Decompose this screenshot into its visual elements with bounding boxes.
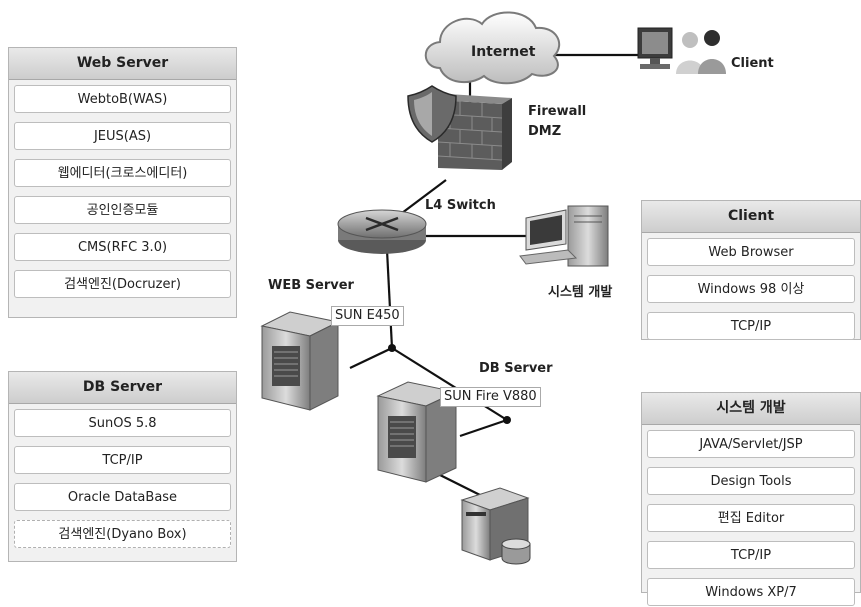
firewall-label: Firewall — [528, 104, 587, 119]
junction-dot — [503, 416, 511, 424]
db-server-item: Oracle DataBase — [14, 483, 231, 511]
cloud-icon — [424, 11, 561, 85]
db-server-item: 검색엔진(Dyano Box) — [14, 520, 231, 548]
db-server-item: SunOS 5.8 — [14, 409, 231, 437]
web-server-item: WebtoB(WAS) — [14, 85, 231, 113]
web-server-item: 검색엔진(Docruzer) — [14, 270, 231, 298]
dev-item: JAVA/Servlet/JSP — [647, 430, 855, 458]
web-server-panel: Web Server WebtoB(WAS) JEUS(AS) 웹에디터(크로스… — [8, 47, 237, 318]
server-tower-icon — [260, 311, 340, 411]
client-panel-title: Client — [642, 201, 860, 233]
web-server-node-label: WEB Server — [268, 278, 354, 293]
db-server-node-label: DB Server — [479, 361, 553, 376]
dev-item: 편집 Editor — [647, 504, 855, 532]
dev-item: Design Tools — [647, 467, 855, 495]
junction-dot — [388, 344, 396, 352]
users-computer-icon — [637, 27, 726, 74]
db-server-panel: DB Server SunOS 5.8 TCP/IP Oracle DataBa… — [8, 371, 237, 562]
internet-label: Internet — [471, 44, 536, 60]
server-tower-icon — [376, 381, 458, 483]
dev-item: TCP/IP — [647, 541, 855, 569]
router-switch-icon — [337, 209, 427, 254]
client-panel: Client Web Browser Windows 98 이상 TCP/IP — [641, 200, 861, 340]
web-server-item: 공인인증모듈 — [14, 196, 231, 224]
client-item: TCP/IP — [647, 312, 855, 340]
dmz-label: DMZ — [528, 124, 562, 139]
db-server-item: TCP/IP — [14, 446, 231, 474]
web-server-item: JEUS(AS) — [14, 122, 231, 150]
network-diagram — [260, 11, 726, 565]
firewall-shield-icon — [407, 85, 512, 170]
client-item: Web Browser — [647, 238, 855, 266]
web-server-item: CMS(RFC 3.0) — [14, 233, 231, 261]
client-item: Windows 98 이상 — [647, 275, 855, 303]
dev-system-node-label: 시스템 개발 — [548, 285, 613, 300]
client-node-label: Client — [731, 56, 774, 71]
sun-e450-tag: SUN E450 — [331, 306, 404, 326]
sun-fire-v880-tag: SUN Fire V880 — [440, 387, 541, 407]
l4-switch-label: L4 Switch — [425, 198, 496, 213]
db-server-panel-title: DB Server — [9, 372, 236, 404]
web-server-item: 웹에디터(크로스에디터) — [14, 159, 231, 187]
desktop-computer-icon — [519, 205, 609, 267]
dev-panel-title: 시스템 개발 — [642, 393, 860, 425]
database-storage-icon — [460, 487, 531, 565]
web-server-panel-title: Web Server — [9, 48, 236, 80]
